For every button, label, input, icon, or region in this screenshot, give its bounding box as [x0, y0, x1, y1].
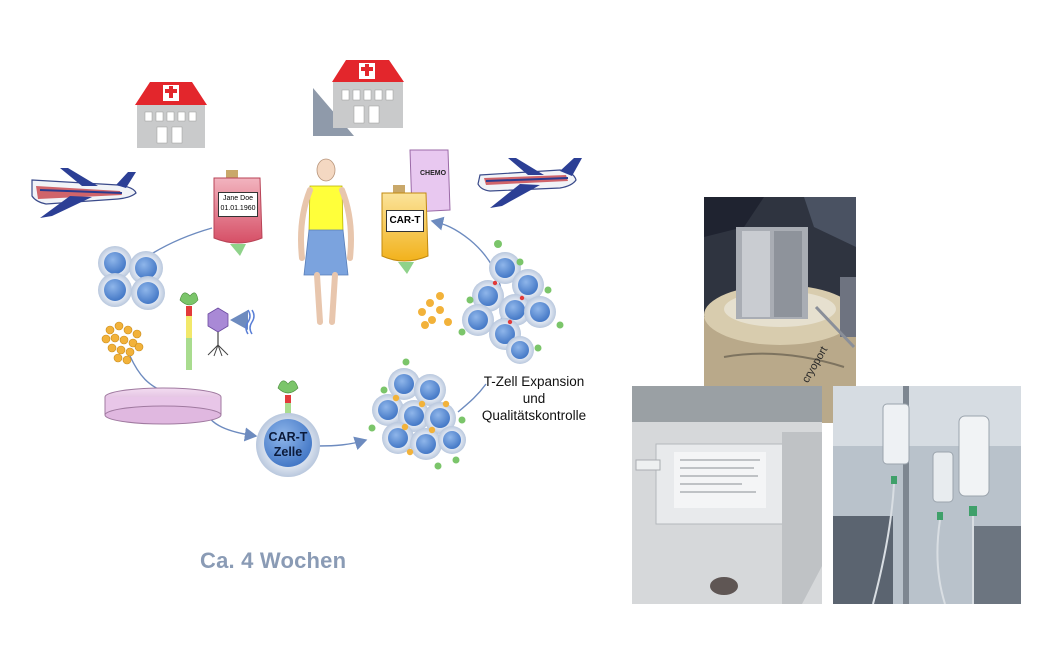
lentivirus-vector — [207, 307, 255, 357]
car-t-bag-label: CAR-T — [386, 210, 424, 232]
airplane-icon-right — [477, 158, 582, 208]
beads-cluster-left — [101, 321, 144, 365]
patient-figure — [298, 158, 354, 325]
expansion-line2: und — [522, 391, 546, 406]
infusion-stand-photo — [833, 386, 1021, 604]
expansion-line1: T-Zell Expansion — [483, 374, 585, 389]
car-t-cell-label-line1: CAR-T — [268, 430, 308, 444]
frozen-bag-photo — [632, 386, 822, 604]
duration-caption: Ca. 4 Wochen — [200, 548, 347, 573]
car-t-cell-label: CAR-T Zelle — [262, 430, 314, 460]
car-construct — [179, 292, 199, 370]
chemo-bag-label: CHEMO — [419, 170, 447, 177]
patient-t-cells-cluster — [98, 246, 165, 310]
hospital-icon-right — [313, 60, 404, 136]
expanded-car-t-cluster-top — [418, 240, 564, 364]
patient-bag-date: 01.01.1960 — [220, 205, 256, 212]
car-t-cell — [256, 380, 320, 477]
expansion-quality-control-label: T-Zell Expansion und Qualitätskontrolle — [470, 373, 598, 424]
hospital-icon-left — [135, 82, 207, 148]
airplane-icon-left — [31, 168, 137, 218]
expanded-car-t-cluster-bottom — [368, 358, 466, 470]
expansion-line3: Qualitätskontrolle — [481, 408, 587, 423]
patient-bag-name: Jane Doe — [223, 195, 253, 202]
patient-bag-label: Jane Doe 01.01.1960 — [218, 192, 258, 217]
cryo-shipper-photo: cryoport — [704, 197, 856, 423]
culture-dish — [104, 387, 222, 425]
car-t-cell-label-line2: Zelle — [273, 445, 303, 459]
